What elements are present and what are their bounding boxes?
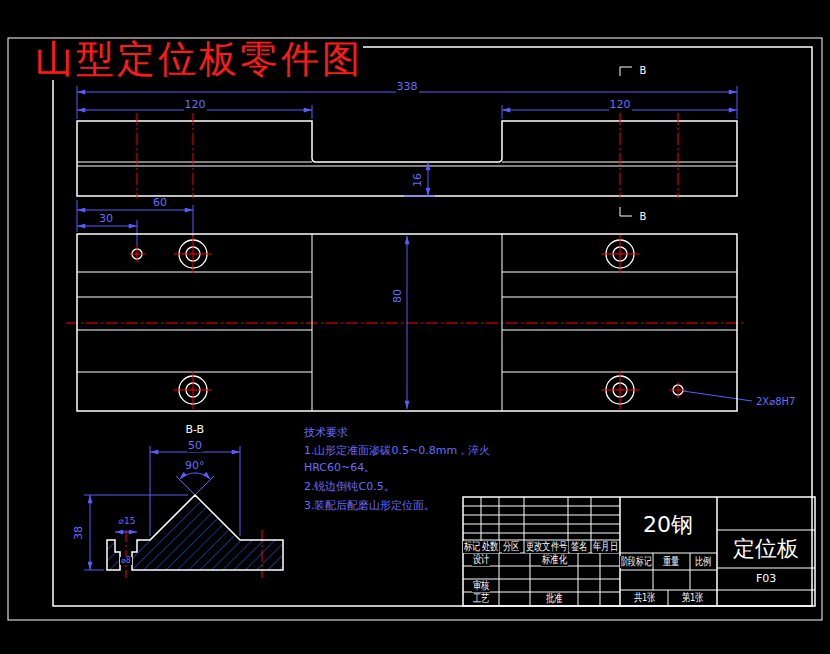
drawing-title: 山型定位板零件图 [35, 40, 363, 80]
table-cell: 处数 [481, 541, 499, 553]
table-cell: 年月日 [592, 541, 618, 553]
centerline [66, 323, 746, 324]
title-block [463, 506, 620, 592]
sheet-frame [53, 47, 812, 606]
table-cell: 标准化 [541, 554, 567, 566]
note-text: 1.山形定准面渗碳0.5~0.8mm，淬火 [303, 445, 491, 457]
dimension-text: 80 [392, 288, 404, 304]
plan-view [77, 234, 737, 411]
dimension-text: 338 [396, 81, 419, 93]
dimension-text: ⌀15 [118, 517, 137, 527]
hole-center-mark [129, 235, 686, 409]
table-cell: 重量 [662, 556, 680, 568]
table-cell: 审核 [472, 580, 490, 592]
dimension-text: 120 [609, 99, 632, 111]
dimension-line [115, 532, 137, 533]
sheet-frame [8, 38, 822, 620]
note-text: HRC60~64。 [303, 462, 376, 474]
dimension-text: 60 [152, 197, 168, 209]
front-view [77, 121, 737, 196]
dimension-line [176, 476, 214, 495]
section-mark [620, 67, 632, 216]
title-block [463, 497, 815, 606]
title-block [620, 497, 717, 606]
dimension-text: 30 [98, 213, 114, 225]
dimension-text: 16 [412, 172, 424, 188]
table-cell: 更改文件号 [525, 541, 568, 553]
section-profile [107, 495, 283, 570]
hole-center-mark [174, 371, 639, 409]
material-cell: 20钢 [642, 513, 694, 537]
table-cell: 分区 [502, 541, 520, 553]
front-view [77, 162, 737, 166]
note-heading: 技术要求 [303, 427, 349, 439]
dimension-line [683, 391, 752, 401]
dimension-line [179, 473, 210, 479]
dimension-text: 50 [187, 440, 203, 452]
dimension-line [90, 495, 91, 570]
sheet-frame [8, 38, 822, 620]
section-title: B-B [185, 424, 206, 436]
title-block [463, 497, 815, 606]
note-text: 2.锐边倒钝C0.5。 [303, 481, 396, 493]
dimension-line [428, 162, 429, 196]
title-block [481, 497, 591, 553]
dimension-line [404, 196, 435, 197]
table-cell: 标记 [463, 541, 481, 553]
section-letter: B [639, 211, 648, 222]
section-profile [107, 495, 283, 570]
table-cell: 签名 [570, 541, 588, 553]
plan-view [77, 234, 737, 411]
part-name-cell: 定位板 [732, 537, 800, 561]
dimension-text: ⌀8 [120, 557, 132, 566]
hole-center-mark [174, 235, 639, 273]
centerline [66, 113, 746, 578]
dimension-text: 120 [184, 99, 207, 111]
plan-view [312, 234, 502, 411]
dimension-line [77, 200, 193, 246]
plan-view [77, 272, 737, 372]
centerline [137, 113, 678, 198]
table-cell: 批准 [545, 593, 563, 605]
callout-text: 2X⌀8H7 [755, 396, 796, 407]
table-cell: 阶段标记 [620, 556, 652, 568]
hole-center-mark [129, 246, 686, 398]
section-letter: B [639, 65, 648, 76]
dimension-line [407, 236, 408, 409]
title-block [717, 530, 815, 590]
table-cell: 设计 [472, 554, 490, 566]
dimension-line [77, 210, 193, 211]
front-view [77, 121, 737, 196]
note-text: 3.装配后配磨山形定位面。 [303, 500, 437, 512]
title-block [499, 553, 600, 606]
dimension-text: 90° [184, 460, 206, 472]
dimension-line [77, 226, 137, 227]
table-cell: 共1张 [632, 592, 655, 604]
table-cell: 工艺 [472, 593, 490, 605]
hole [132, 240, 683, 404]
drawing-number-cell: F03 [755, 573, 777, 585]
dimension-text: 38 [73, 525, 85, 541]
table-cell: 比例 [694, 556, 712, 568]
table-cell: 第1张 [680, 592, 703, 604]
title-block [620, 553, 717, 606]
section-mark [620, 67, 632, 216]
